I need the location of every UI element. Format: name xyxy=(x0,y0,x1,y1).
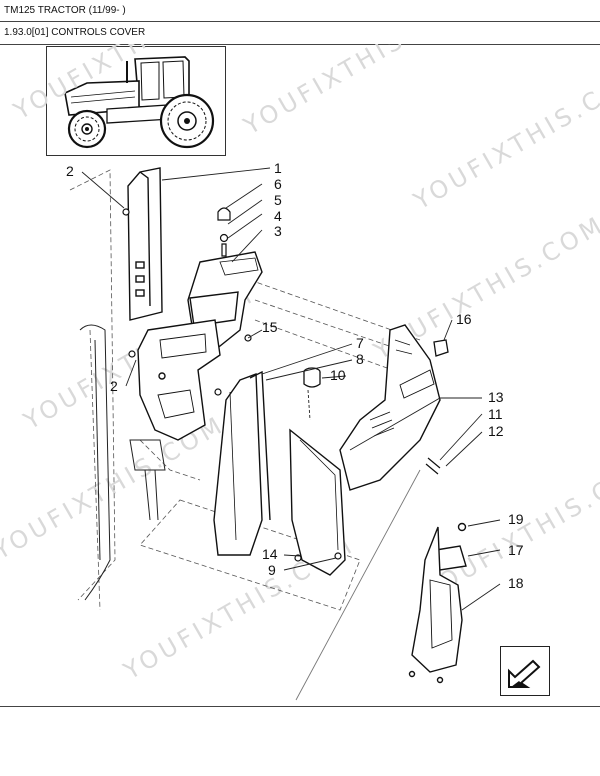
callout-12: 12 xyxy=(488,423,504,439)
part-lower-cover-panel xyxy=(289,428,346,576)
callout-5: 5 xyxy=(274,192,282,208)
model-title: TM125 TRACTOR (11/99- ) xyxy=(0,3,600,22)
callout-8: 8 xyxy=(356,351,364,367)
callout-2-upper: 2 xyxy=(66,163,74,179)
callout-7: 7 xyxy=(356,335,364,351)
watermark-text: YOUFIXTHIS.COM xyxy=(238,44,480,141)
callout-1: 1 xyxy=(274,160,282,176)
cab-pillar xyxy=(79,324,166,601)
tractor-icon xyxy=(64,56,215,149)
part-16-cap xyxy=(433,339,449,357)
watermark-text: YOUFIXTHIS.COM xyxy=(8,44,250,126)
callout-18: 18 xyxy=(508,575,524,591)
fastener-group xyxy=(122,207,441,562)
footer-divider xyxy=(0,706,600,707)
callout-4: 4 xyxy=(274,208,282,224)
part-2-side-console xyxy=(137,319,221,441)
callout-11: 11 xyxy=(488,406,503,422)
part-7-8-trim-strips xyxy=(213,370,271,556)
part-10-knob xyxy=(303,367,321,388)
part-1-trim-panel xyxy=(127,167,163,321)
section-title: 1.93.0[01] CONTROLS COVER xyxy=(4,27,146,38)
callout-6: 6 xyxy=(274,176,282,192)
exploded-view-diagram: YOUFIXTHIS.COM YOUFIXTHIS.COM YOUFIXTHIS… xyxy=(0,44,600,701)
callout-13: 13 xyxy=(488,389,504,405)
tractor-thumbnail xyxy=(46,46,226,156)
part-17-18-19-bracket xyxy=(408,522,467,684)
callout-2-lower: 2 xyxy=(110,378,118,394)
callout-19: 19 xyxy=(508,511,524,527)
callout-labels: 2 1 6 5 4 3 15 2 7 8 10 16 13 11 12 19 1… xyxy=(66,160,524,591)
page-header: TM125 TRACTOR (11/99- ) 1.93.0[01] CONTR… xyxy=(0,0,600,45)
callout-10: 10 xyxy=(330,367,346,383)
callout-14: 14 xyxy=(262,546,278,562)
callout-3: 3 xyxy=(274,223,282,239)
watermark-text: YOUFIXTHIS.COM xyxy=(408,60,600,216)
arrow-icon xyxy=(508,659,541,688)
callout-15: 15 xyxy=(262,319,278,335)
next-page-arrow-icon[interactable] xyxy=(500,646,550,696)
callout-9: 9 xyxy=(268,562,276,578)
callout-16: 16 xyxy=(456,311,472,327)
callout-17: 17 xyxy=(508,542,524,558)
leader-lines xyxy=(81,167,501,701)
part-13-right-console xyxy=(339,324,441,491)
